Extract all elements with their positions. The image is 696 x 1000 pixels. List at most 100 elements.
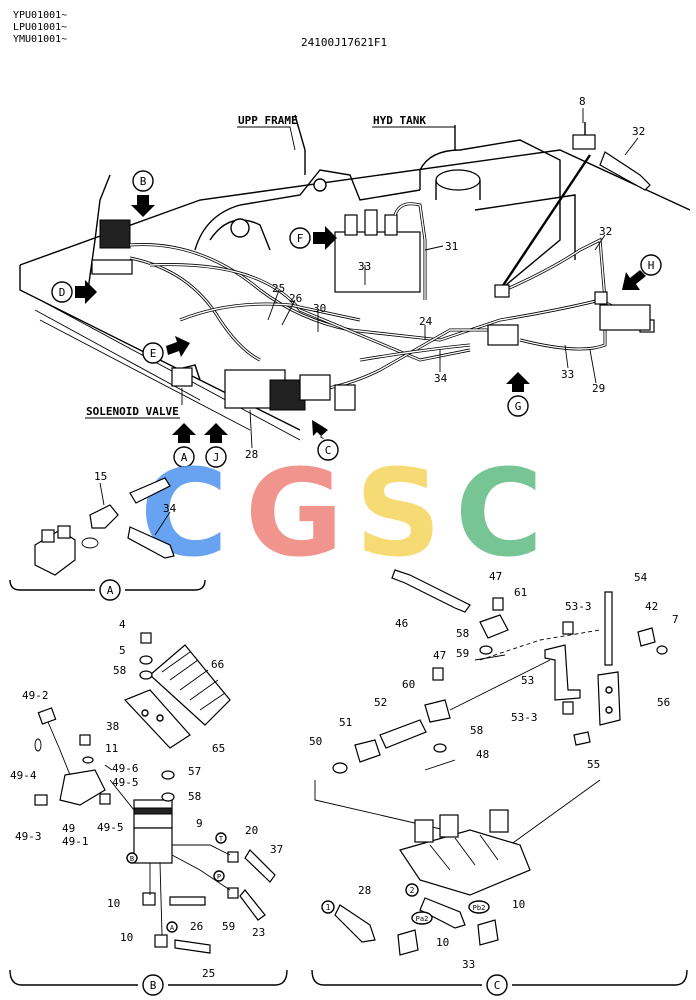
detail-c-part-50: 50 (309, 735, 322, 748)
detail-c-part-47a: 47 (489, 570, 502, 583)
detail-b-part-66: 66 (211, 658, 224, 671)
watermark-letter-c1: C (140, 445, 228, 584)
detail-b-part-49-4: 49-4 (10, 769, 37, 782)
part-32-hose-end (599, 151, 651, 191)
callout-f: F (289, 226, 337, 250)
main-part-29: 29 (592, 382, 605, 395)
detail-b-part-49-5b: 49-5 (97, 821, 124, 834)
detail-a-hose-end-upper (129, 477, 171, 504)
main-part-28: 28 (245, 448, 258, 461)
detail-b-part-11: 11 (105, 742, 118, 755)
detail-b-part-49-6: 49-6 (112, 762, 139, 775)
detail-c-part-58a: 58 (456, 627, 469, 640)
detail-a-title: A (107, 584, 114, 597)
callout-g: G (506, 372, 530, 417)
detail-c-part-56: 56 (657, 696, 670, 709)
part-8-fitting (572, 134, 596, 150)
main-part-31: 31 (445, 240, 458, 253)
detail-c-part-51: 51 (339, 716, 352, 729)
detail-b-part-9: 9 (196, 817, 203, 830)
detail-c-cable-46 (391, 569, 471, 613)
main-part-24: 24 (419, 315, 433, 328)
main-part-25: 25 (272, 282, 285, 295)
solenoid-valve-label: SOLENOID VALVE (86, 405, 179, 418)
serial-list: YPU01001~ LPU01001~ YMU01001~ (13, 10, 67, 46)
detail-b-part-49-2: 49-2 (22, 689, 49, 702)
detail-c-part-42: 42 (645, 600, 658, 613)
detail-b-part-37: 37 (270, 843, 283, 856)
detail-b-part-49-1: 49-1 (62, 835, 89, 848)
detail-b: 4 5 58 66 49-2 38 11 49-6 49-5 49-4 49-3… (9, 618, 288, 996)
watermark-letter-c2: C (455, 445, 543, 584)
main-part-26: 26 (289, 292, 302, 305)
detail-b-part-10a: 10 (107, 897, 120, 910)
callout-e: E (142, 336, 190, 364)
callout-c: C (312, 420, 339, 461)
detail-c-port-pa2: Pa2 (416, 915, 429, 923)
tee-fitting (487, 324, 519, 346)
detail-b-part-23: 23 (252, 926, 265, 939)
svg-text:F: F (297, 232, 304, 245)
detail-c-plate-56 (597, 671, 621, 726)
detail-c-part-47b: 47 (433, 649, 446, 662)
callout-d: D (51, 280, 97, 304)
main-part-30: 30 (313, 302, 326, 315)
detail-c-port-2: 2 (410, 886, 415, 895)
serial-1: YPU01001~ (13, 10, 68, 21)
serial-3: YMU01001~ (13, 34, 68, 45)
detail-b-title: B (150, 979, 157, 992)
detail-c-part-10a: 10 (436, 936, 449, 949)
detail-a: A 15 34 (9, 470, 206, 601)
watermark: C G S C (140, 445, 543, 584)
detail-a-elbow-15 (89, 504, 119, 529)
detail-b-port-t: T (219, 835, 224, 843)
svg-text:C: C (325, 444, 332, 457)
drawing-number: 24100J17621F1 (301, 36, 388, 49)
detail-c-rod-52 (379, 719, 427, 749)
detail-c-part-33: 33 (462, 958, 475, 971)
detail-c-part-54: 54 (634, 571, 648, 584)
detail-c: 47 61 46 58 59 54 53-3 42 7 53 47 60 52 … (309, 569, 688, 996)
detail-c-pin-54 (604, 591, 613, 666)
svg-text:A: A (181, 451, 188, 464)
pilot-valve-block (334, 231, 421, 293)
detail-b-part-20: 20 (245, 824, 258, 837)
frame-pin-hole (230, 218, 250, 238)
detail-b-part-58: 58 (113, 664, 126, 677)
detail-b-part-38: 38 (106, 720, 119, 733)
hyd-tank-label: HYD TANK (373, 114, 426, 127)
callout-h: H (622, 254, 662, 290)
main-part-33: 33 (358, 260, 371, 273)
detail-c-joint-60 (424, 699, 451, 723)
detail-b-part-59: 59 (222, 920, 235, 933)
detail-b-port-p: P (217, 873, 221, 881)
detail-c-part-7: 7 (672, 613, 679, 626)
frame-pin-hole-2 (313, 178, 327, 192)
main-part-32: 32 (632, 125, 645, 138)
serial-2: LPU01001~ (13, 22, 68, 33)
detail-b-bracket-49 (59, 769, 106, 806)
upp-frame-label: UPP FRAME (238, 114, 298, 127)
detail-c-part-52: 52 (374, 696, 387, 709)
detail-c-part-55: 55 (587, 758, 600, 771)
detail-c-hose-end-33 (419, 897, 466, 929)
detail-b-part-49-3: 49-3 (15, 830, 42, 843)
svg-text:E: E (150, 347, 157, 360)
main-part-8: 8 (579, 95, 586, 108)
svg-text:G: G (515, 400, 522, 413)
detail-c-port-1: 1 (326, 903, 331, 912)
detail-c-part-53-3b: 53-3 (511, 711, 538, 724)
lever-bracket (99, 219, 131, 249)
main-part-34: 34 (434, 372, 448, 385)
tank-cap (435, 169, 481, 191)
detail-c-port-pb2: Pb2 (473, 904, 486, 912)
detail-c-part-48: 48 (476, 748, 489, 761)
watermark-letter-s: S (355, 445, 441, 584)
detail-b-part-49: 49 (62, 822, 75, 835)
detail-c-part-28: 28 (358, 884, 371, 897)
callout-b: B (131, 170, 155, 217)
detail-b-part-58b: 58 (188, 790, 201, 803)
main-part-32b: 32 (599, 225, 612, 238)
